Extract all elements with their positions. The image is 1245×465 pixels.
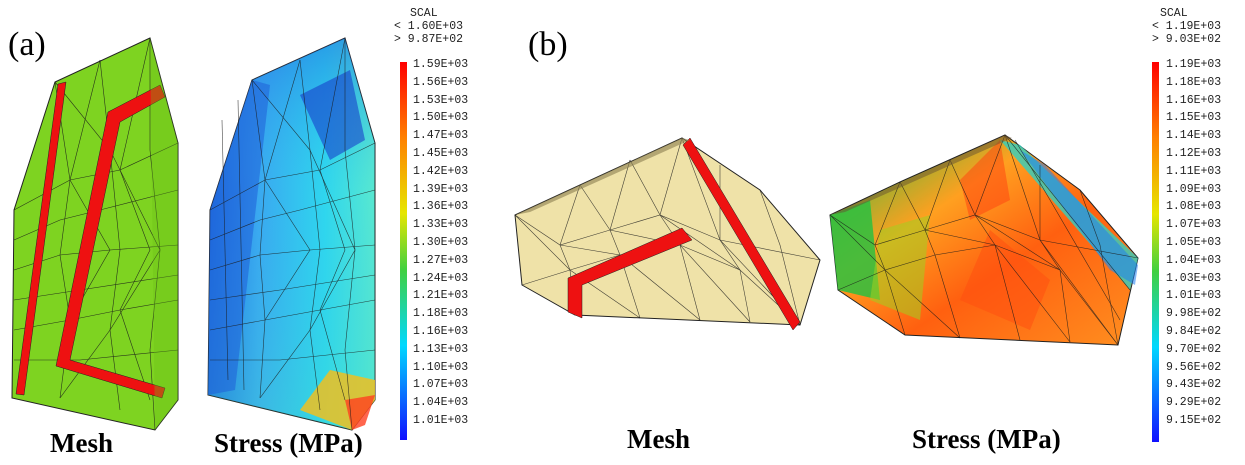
legend-tick-label: 1.07E+03 [413, 378, 469, 392]
caption-b-mesh: Mesh [627, 424, 690, 454]
legend-tick-label: 1.30E+03 [413, 236, 469, 249]
legend-a-title: SCAL [410, 7, 438, 20]
legend-a-range-upper: < 1.60E+03 [394, 20, 464, 33]
legend-tick-label: 1.04E+03 [1166, 253, 1222, 267]
legend-tick-label: 1.11E+03 [1166, 164, 1222, 178]
legend-tick-label: 1.04E+03 [413, 396, 469, 410]
stress-a [207, 37, 376, 431]
legend-b-range-upper: < 1.19E+03 [1152, 20, 1222, 33]
legend-tick-label: 1.05E+03 [1166, 236, 1222, 249]
legend-tick-label: 9.56E+02 [1166, 360, 1222, 374]
legend-tick-label: 1.21E+03 [413, 289, 469, 303]
legend-b-title: SCAL [1160, 7, 1188, 20]
legend-tick-label: 1.39E+03 [413, 182, 469, 196]
panel-a-label: (a) [8, 26, 46, 63]
legend-a-ticks: 1.59E+03 1.56E+03 1.53E+03 1.50E+03 1.47E+03… [413, 58, 493, 438]
panel-b-label: (b) [528, 26, 568, 63]
legend-tick-label: 1.15E+03 [1166, 111, 1222, 125]
legend-tick-label: 9.29E+02 [1166, 396, 1222, 410]
legend-tick-label: 1.47E+03 [413, 129, 469, 143]
legend-a-range-lower: > 9.87E+02 [394, 33, 464, 46]
legend-tick-label: 1.50E+03 [413, 111, 469, 125]
legend-tick-label: 1.18E+03 [1166, 75, 1222, 89]
legend-tick-label: 1.27E+03 [413, 253, 469, 267]
legend-tick-label: 1.16E+03 [1166, 93, 1222, 107]
legend-tick-label: 1.19E+03 [1166, 58, 1222, 71]
legend-tick-label: 9.15E+02 [1166, 414, 1222, 427]
legend-tick-label: 1.45E+03 [413, 147, 469, 160]
legend-tick-label: 9.84E+02 [1166, 325, 1222, 338]
legend-tick-label: 9.98E+02 [1166, 307, 1222, 321]
legend-tick-label: 1.14E+03 [1166, 129, 1222, 143]
legend-tick-label: 1.24E+03 [413, 271, 469, 285]
legend-tick-label: 9.70E+02 [1166, 342, 1222, 356]
legend-tick-label: 1.33E+03 [413, 218, 469, 232]
legend-tick-label: 1.01E+03 [1166, 289, 1222, 303]
legend-tick-label: 1.10E+03 [413, 360, 469, 374]
legend-tick-label: 1.53E+03 [413, 93, 469, 107]
stress-b [829, 134, 1139, 346]
legend-tick-label: 1.12E+03 [1166, 147, 1222, 160]
legend-b-colorbar [1152, 62, 1159, 442]
legend-tick-label: 9.43E+02 [1166, 378, 1222, 392]
legend-tick-label: 1.08E+03 [1166, 200, 1222, 214]
legend-tick-label: 1.01E+03 [413, 414, 469, 427]
legend-tick-label: 1.09E+03 [1166, 182, 1222, 196]
legend-tick-label: 1.03E+03 [1166, 271, 1222, 285]
legend-b-range-lower: > 9.03E+02 [1152, 33, 1222, 46]
mesh-a [11, 37, 179, 431]
legend-tick-label: 1.56E+03 [413, 75, 469, 89]
legend-tick-label: 1.59E+03 [413, 58, 469, 71]
legend-b-ticks: 1.19E+03 1.18E+03 1.16E+03 1.15E+03 1.14E+03… [1166, 58, 1245, 438]
mesh-b [514, 137, 821, 331]
legend-tick-label: 1.36E+03 [413, 200, 469, 214]
caption-a-stress: Stress (MPa) [214, 428, 363, 458]
legend-tick-label: 1.42E+03 [413, 164, 469, 178]
legend-tick-label: 1.13E+03 [413, 342, 469, 356]
caption-b-stress: Stress (MPa) [912, 424, 1061, 454]
legend-tick-label: 1.18E+03 [413, 307, 469, 321]
legend-tick-label: 1.16E+03 [413, 325, 469, 338]
legend-a-colorbar [400, 62, 407, 440]
legend-tick-label: 1.07E+03 [1166, 218, 1222, 232]
caption-a-mesh: Mesh [50, 428, 113, 458]
